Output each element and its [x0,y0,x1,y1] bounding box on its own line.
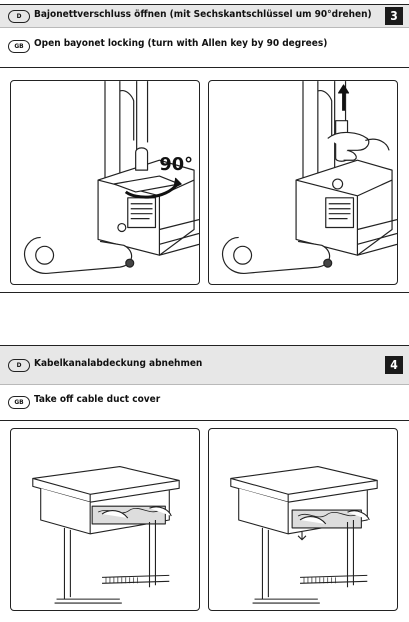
language-badge-gb: GB [8,396,30,409]
language-badge-gb: GB [8,40,30,53]
step-4-number: 4 [385,356,403,374]
step-4-title-de: Kabelkanalabdeckung abnehmen [34,358,203,369]
illustration-turn-allen-key: 90° [10,80,200,285]
angle-label: 90° [159,154,193,175]
step-4-title-gb: Take off cable duct cover [34,394,161,405]
step-3-section: D Bajonettverschluss öffnen (mit Sechska… [0,0,409,292]
step-3-header: D Bajonettverschluss öffnen (mit Sechska… [0,4,409,28]
step-4-section: D Kabelkanalabdeckung abnehmen 4 GB Take… [0,345,409,622]
step-3-title-de: Bajonettverschluss öffnen (mit Sechskant… [34,9,372,20]
step-3-number: 3 [385,7,403,25]
step-3-subheader: GB Open bayonet locking (turn with Allen… [0,28,409,68]
illustration-desk-cover-removed [208,428,398,611]
section-divider [0,292,409,294]
language-badge-de: D [8,359,30,372]
bayonet-lift-drawing [221,81,397,275]
step-3-title-gb: Open bayonet locking (turn with Allen ke… [34,38,328,49]
illustration-pull-column [208,80,398,285]
desk-drawing-right [230,466,378,604]
illustration-desk-cover-closed [10,428,200,611]
desk-drawing-left [32,466,180,604]
step-4-subheader: GB Take off cable duct cover [0,385,409,421]
step-4-header: D Kabelkanalabdeckung abnehmen 4 [0,345,409,385]
language-badge-de: D [8,10,30,23]
bayonet-turn-drawing: 90° [23,81,199,275]
